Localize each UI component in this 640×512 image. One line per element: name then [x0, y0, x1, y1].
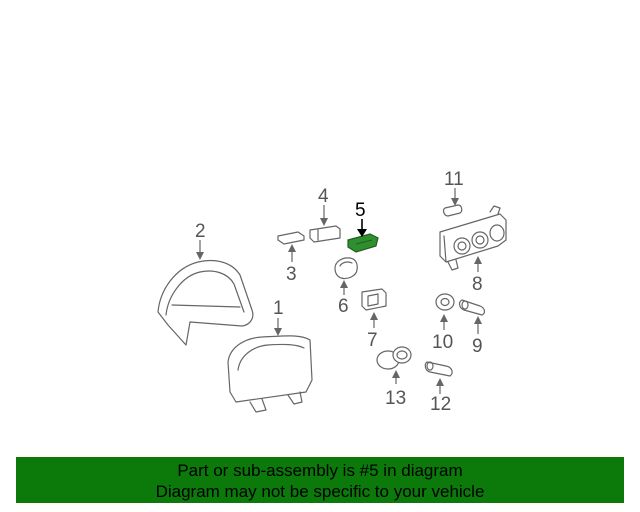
- callout-9: 9: [472, 336, 483, 357]
- callout-3: 3: [286, 264, 297, 285]
- banner-line-1: Part or sub-assembly is #5 in diagram: [177, 461, 463, 480]
- part-10-round-knob: [435, 293, 455, 311]
- callout-5: 5: [355, 200, 366, 221]
- part-2-bezel: [157, 259, 254, 346]
- part-1-instrument-cluster: [227, 335, 313, 413]
- callout-11: 11: [444, 169, 464, 190]
- part-13-knob-assembly: [376, 346, 412, 370]
- callout-8: 8: [472, 274, 483, 295]
- parts-diagram: 2 1 3 4 5 6 7: [157, 169, 507, 415]
- part-8-control-panel: [439, 205, 507, 271]
- part-4-switch: [309, 225, 341, 243]
- banner-line-2: Diagram may not be specific to your vehi…: [155, 482, 485, 501]
- callout-4: 4: [318, 186, 329, 207]
- callout-2: 2: [195, 221, 206, 242]
- part-7-switch-block: [361, 288, 387, 311]
- info-banner: Part or sub-assembly is #5 in diagram Di…: [16, 457, 624, 503]
- part-5-highlighted: [347, 233, 379, 253]
- callout-10: 10: [432, 332, 453, 353]
- callout-7: 7: [367, 330, 378, 351]
- part-6-knob: [334, 257, 358, 280]
- callout-1: 1: [273, 298, 284, 319]
- part-11-small-knob: [442, 204, 463, 217]
- part-3-switch: [277, 231, 305, 245]
- part-12-knob: [424, 361, 453, 377]
- part-9-knob: [458, 299, 486, 316]
- callout-13: 13: [385, 388, 406, 409]
- callout-6: 6: [338, 296, 349, 317]
- callout-12: 12: [430, 394, 451, 415]
